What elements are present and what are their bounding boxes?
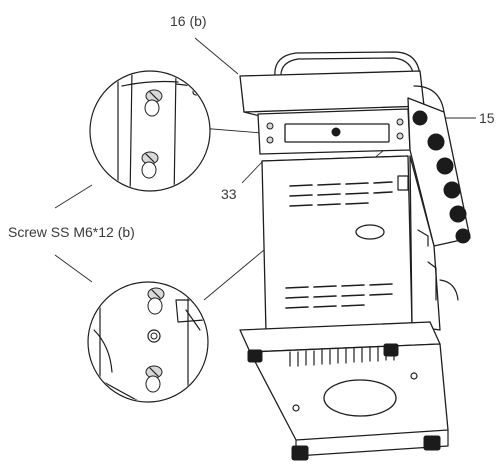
lower-vents (285, 283, 393, 309)
upper-vents (289, 181, 393, 207)
callout-16b: 16 (b) (170, 13, 207, 29)
callout-33: 33 (221, 186, 237, 202)
grill-cart (239, 51, 471, 461)
casters (247, 343, 441, 461)
callout-15: 15 (479, 110, 495, 126)
lid-panel (239, 70, 425, 113)
detail-circle-top (89, 70, 211, 192)
detail-circle-bottom (87, 281, 209, 403)
screw-spec-label: Screw SS M6*12 (b) (8, 224, 135, 240)
